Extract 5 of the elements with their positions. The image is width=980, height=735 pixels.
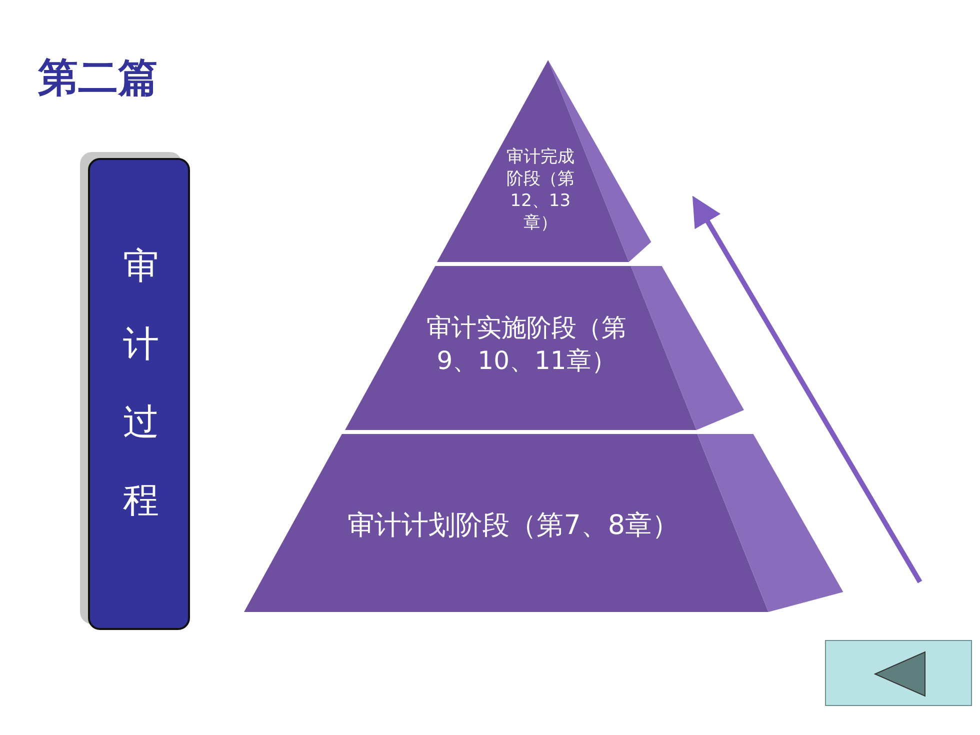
tier-label: 审计实施阶段（第9、10、11章） xyxy=(426,312,628,376)
tier-label: 审计完成阶段（第12、13章） xyxy=(505,146,576,234)
slide-title: 第二篇 xyxy=(38,54,158,103)
tier-label: 审计计划阶段（第7、8章） xyxy=(346,509,680,543)
panel-text: 审计过程 xyxy=(122,245,160,523)
